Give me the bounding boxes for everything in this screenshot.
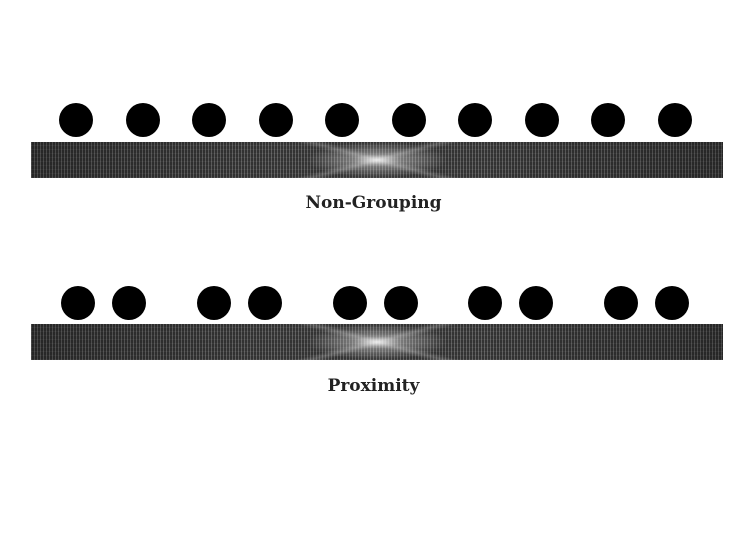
proximity-caption: Proximity <box>327 376 420 396</box>
dot <box>604 286 638 320</box>
dot <box>248 286 282 320</box>
proximity-dot-row <box>0 286 747 322</box>
dot <box>59 103 93 137</box>
dot <box>333 286 367 320</box>
dot <box>112 286 146 320</box>
dot <box>325 103 359 137</box>
dot <box>525 103 559 137</box>
dot <box>519 286 553 320</box>
dot <box>655 286 689 320</box>
dot <box>468 286 502 320</box>
dot <box>458 103 492 137</box>
texture-bar <box>31 142 723 178</box>
dot <box>61 286 95 320</box>
non-grouping-dot-row <box>0 103 747 139</box>
dot <box>192 103 226 137</box>
dot <box>658 103 692 137</box>
non-grouping-caption: Non-Grouping <box>305 193 442 213</box>
dot <box>126 103 160 137</box>
dot <box>259 103 293 137</box>
dot <box>591 103 625 137</box>
dot <box>392 103 426 137</box>
texture-bar <box>31 324 723 360</box>
dot <box>197 286 231 320</box>
dot <box>384 286 418 320</box>
